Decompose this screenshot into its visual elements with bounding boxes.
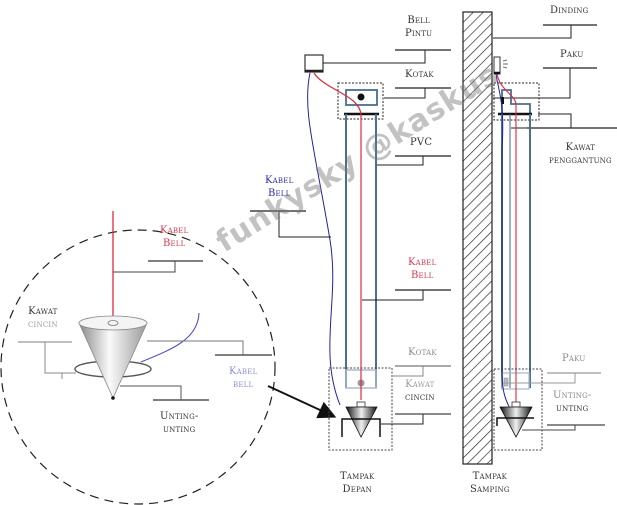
detail-red-leader: [113, 260, 203, 273]
label-line: Bell: [267, 188, 291, 199]
label-line: Unting-: [553, 390, 592, 401]
label-kabel-bell-red: Kabel Bell: [408, 256, 436, 282]
label-line: Kawat: [565, 142, 596, 153]
label-line: Kabel: [408, 257, 437, 268]
label-line: Kotak: [408, 347, 437, 358]
detail-arrow: [267, 385, 337, 419]
label-line: bell: [233, 379, 254, 390]
dinding-leader: [493, 25, 572, 39]
pvc-leader: [377, 156, 424, 166]
label-line: Kawat: [28, 306, 58, 317]
label-kotak-top: Kotak: [405, 68, 434, 81]
label-kotak-bottom: Kotak: [408, 346, 437, 359]
side-ring: [496, 417, 534, 426]
detail-blue-wire: [140, 312, 200, 363]
blue-kabel-leader: [278, 211, 331, 238]
detail-cone: [78, 322, 148, 399]
label-line: penggantung: [549, 155, 612, 166]
detail-blue-leader: [147, 340, 244, 355]
label-line: Bell: [410, 270, 434, 281]
wall: [462, 11, 493, 465]
front-cone: [345, 406, 378, 438]
detail-circle: [0, 229, 276, 505]
kawat-penggantung-leader: [511, 113, 572, 129]
label-line: Tampak: [472, 471, 508, 482]
label-line: Unting-: [160, 411, 199, 422]
label-line: Kabel: [160, 225, 189, 236]
detail-view: [0, 211, 276, 505]
label-detail-kawat-cincin: Kawat cincin: [28, 305, 58, 331]
side-blue-wire: [495, 73, 512, 411]
red-kabel-leader: [362, 290, 424, 301]
label-line: unting: [556, 403, 589, 414]
label-line: cincin: [28, 319, 58, 330]
label-line: Kabel: [265, 175, 294, 186]
label-line: Bell: [407, 15, 430, 26]
paku-bottom-leader: [503, 373, 576, 384]
side-bottom-box: [493, 368, 543, 451]
label-bell-pintu: Bell Pintu: [405, 14, 432, 40]
side-top-box: [493, 82, 540, 121]
label-line: Bell: [162, 238, 186, 249]
paku-top-leader: [493, 68, 571, 99]
label-kabel-bell-blue: Kabel Bell: [265, 174, 293, 200]
label-line: Kabel: [229, 366, 258, 377]
front-hook-dot: [357, 93, 365, 101]
label-detail-kabel-bell-blue: Kabel bell: [229, 365, 257, 391]
label-detail-kabel-bell-red: Kabel Bell: [160, 224, 188, 250]
front-red-wire: [313, 72, 362, 400]
label-line: Paku: [560, 49, 584, 60]
label-line: Pintu: [405, 28, 433, 39]
detail-unting-leader: [120, 385, 182, 400]
kawat-cincin-leader: [381, 414, 424, 425]
label-line: Depan: [342, 484, 372, 495]
label-paku-bottom: Paku: [562, 352, 585, 365]
label-line: Samping: [470, 484, 510, 495]
label-tampak-samping: Tampak Samping: [470, 470, 510, 496]
front-blue-wire: [307, 72, 341, 406]
unting-side-leader: [522, 425, 576, 431]
label-kawat-penggantung: Kawat penggantung: [549, 141, 612, 167]
kotak-bottom-leader: [393, 366, 424, 377]
label-line: PVC: [410, 137, 433, 148]
label-tampak-depan: Tampak Depan: [340, 470, 374, 496]
label-kawat-cincin-front: Kawat cincin: [405, 378, 435, 404]
detail-cone-tip: [111, 396, 115, 400]
front-tube-cap: [345, 89, 378, 106]
front-bell-icon: [304, 54, 324, 73]
side-cone: [499, 406, 533, 438]
label-dinding: Dinding: [550, 4, 588, 17]
side-cap: [501, 89, 531, 115]
label-line: Paku: [562, 353, 586, 364]
label-pvc: PVC: [410, 136, 432, 149]
label-unting-side: Unting- unting: [553, 389, 591, 415]
label-line: Kotak: [405, 69, 434, 80]
kotak-top-leader: [384, 88, 426, 99]
detail-cone-top: [78, 315, 148, 331]
bell-pintu-leader: [323, 50, 426, 64]
detail-hook: [107, 320, 119, 326]
detail-kawat-leader: [44, 342, 63, 379]
label-paku-top: Paku: [560, 48, 583, 61]
label-line: Tampak: [340, 471, 375, 482]
front-bottom-box: [328, 367, 393, 451]
label-line: unting: [163, 424, 196, 435]
front-view: [250, 49, 451, 451]
side-red-wire: [496, 73, 517, 405]
side-view: [493, 24, 617, 451]
front-ring: [341, 418, 381, 437]
label-line: Dinding: [550, 5, 589, 16]
label-line: cincin: [405, 392, 435, 403]
label-line: Kawat: [405, 379, 435, 390]
label-detail-unting: Unting- unting: [160, 410, 198, 436]
